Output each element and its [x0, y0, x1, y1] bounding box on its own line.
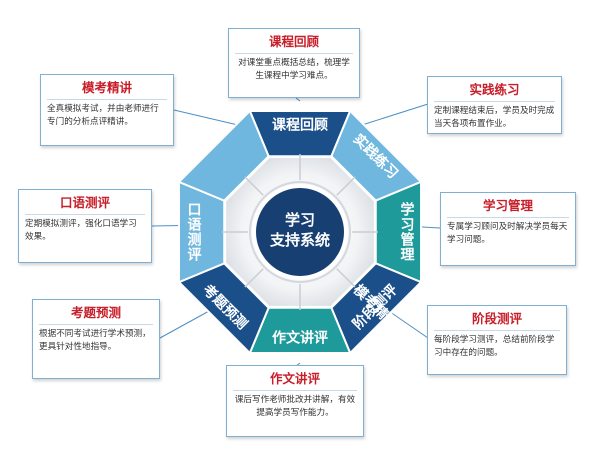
leader-line: [361, 103, 429, 126]
inner-spoke: [244, 268, 264, 288]
callout-desc: 对课堂重点概括总结，梳理学生课程中学习难点。: [238, 58, 350, 81]
callout-stage-test: 阶段测评 每阶段学习测评，总结前阶段学习中存在的问题。: [427, 305, 567, 375]
leader-line: [295, 97, 301, 102]
divider: [39, 324, 153, 325]
ring-label-left: 口语测评: [186, 202, 202, 262]
center-label-line2: 支持系统: [269, 231, 330, 249]
callout-desc: 定制课程结束后，学员及时完成当天各项布置作业。: [434, 106, 555, 129]
callout-course-review: 课程回顾 对课堂重点概括总结，梳理学生课程中学习难点。: [228, 28, 360, 98]
callout-oral-test: 口语测评 定期模拟测评，强化口语学习效果。: [18, 189, 152, 263]
divider: [447, 217, 569, 218]
callout-desc: 定期模拟测评，强化口语学习效果。: [25, 219, 137, 242]
inner-spoke: [244, 176, 264, 196]
callout-title: 口语测评: [59, 195, 110, 210]
callout-title: 实践练习: [469, 82, 520, 97]
inner-spoke: [336, 268, 356, 288]
callout-study-management: 学习管理 专属学习顾问及时解决学员每天学习问题。: [440, 192, 576, 266]
callout-title: 阶段测评: [471, 311, 522, 326]
ring-label-right: 学习管理: [399, 201, 415, 262]
callout-title: 考题预测: [70, 305, 121, 320]
callout-title: 作文讲评: [269, 371, 320, 386]
divider: [235, 53, 353, 54]
center-label-line1: 学习: [285, 211, 315, 229]
callout-exam-prediction: 考题预测 根据不同考试进行学术预测，更具针对性地指导。: [32, 299, 160, 379]
divider: [47, 99, 167, 100]
callout-title: 课程回顾: [268, 34, 319, 49]
ring-label-bottom: 作文讲评: [272, 330, 328, 347]
callout-mock-exam: 模考精讲 全真模拟考试，并由老师进行专门的分析点评精讲。: [40, 74, 174, 146]
callout-desc: 专属学习顾问及时解决学员每天学习问题。: [447, 222, 568, 245]
center-hub: [252, 184, 348, 280]
callout-title: 学习管理: [482, 198, 533, 213]
divider: [434, 101, 555, 102]
inner-spoke: [336, 176, 356, 196]
leader-line: [173, 109, 239, 126]
callout-title: 模考精讲: [81, 80, 132, 95]
callout-desc: 根据不同考试进行学术预测，更具针对性地指导。: [39, 329, 151, 352]
callout-desc: 课后写作老师批改并讲解，有效提高学员写作能力。: [234, 395, 356, 418]
divider: [233, 390, 357, 391]
ring-label-top: 课程回顾: [272, 118, 328, 134]
callout-essay-review: 作文讲评 课后写作老师批改并讲解，有效提高学员写作能力。: [226, 365, 364, 437]
divider: [434, 330, 560, 331]
callout-practice: 实践练习 定制课程结束后，学员及时完成当天各项布置作业。: [427, 76, 562, 134]
callout-desc: 全真模拟考试，并由老师进行专门的分析点评精讲。: [47, 104, 159, 127]
callout-desc: 每阶段学习测评，总结前阶段学习中存在的问题。: [434, 335, 555, 358]
hub-ring: [249, 181, 351, 283]
divider: [25, 214, 145, 215]
